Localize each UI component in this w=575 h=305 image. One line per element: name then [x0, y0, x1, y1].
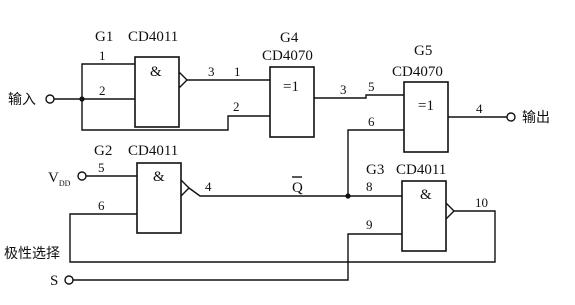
- wire-g5-pin6: [347, 129, 404, 196]
- gate-g2-output-bubble: [180, 179, 190, 197]
- pin-g3-in-b: 9: [366, 217, 373, 232]
- gate-g1-chip: CD4011: [128, 29, 178, 45]
- label-output: 输出: [522, 110, 550, 126]
- gate-g3-output-bubble: [445, 202, 455, 220]
- pin-g4-out: 3: [340, 82, 347, 97]
- gate-g4-body: [269, 66, 315, 138]
- terminal-vdd: [77, 171, 87, 181]
- pin-g5-in-a: 5: [368, 79, 375, 94]
- gate-g4-name: G4: [280, 30, 299, 46]
- terminal-s: [64, 275, 74, 285]
- gate-g2-body: [136, 162, 182, 234]
- gate-g1-output-bubble: [178, 71, 188, 89]
- label-vdd-main: V: [48, 170, 59, 186]
- gate-g3-symbol: &: [420, 187, 432, 203]
- pin-g5-out: 4: [476, 101, 483, 116]
- label-s: S: [50, 273, 58, 289]
- wire-s-g3-pin9: [73, 233, 402, 281]
- gate-g5-symbol: =1: [418, 98, 434, 114]
- pin-g1-out: 3: [208, 64, 215, 79]
- label-polarity-select: 极性选择: [4, 246, 60, 262]
- gate-g3-name: G3: [366, 162, 384, 178]
- gate-g4-symbol: =1: [283, 79, 299, 95]
- gate-g4-chip: CD4070: [262, 48, 313, 64]
- gate-g1-body: [134, 56, 180, 128]
- gate-g1-name: G1: [95, 29, 113, 45]
- gate-g2-name: G2: [94, 143, 112, 159]
- wire-g4-pin2: [81, 99, 270, 131]
- pin-g2-out: 4: [205, 179, 212, 194]
- pin-g3-out: 10: [475, 195, 488, 210]
- gate-g2-chip: CD4011: [128, 143, 178, 159]
- label-vdd-sub: DD: [59, 179, 71, 188]
- label-vdd: VDD: [48, 170, 71, 188]
- gate-g5-name: G5: [414, 43, 432, 59]
- wire-g1-pin1: [81, 63, 135, 99]
- wire-g2-out-qbar: [188, 187, 348, 197]
- gate-g3-body: [401, 180, 447, 252]
- pin-g1-in-a: 1: [99, 48, 106, 63]
- terminal-output: [506, 112, 516, 122]
- gate-g3-chip: CD4011: [396, 162, 446, 178]
- label-q-bar: Q: [292, 180, 303, 196]
- gate-g2-symbol: &: [153, 169, 165, 185]
- gate-g5-body: [403, 81, 449, 153]
- gate-g5-chip: CD4070: [392, 64, 443, 80]
- wire-polarity-g2-pin6: [69, 210, 496, 263]
- pin-g4-in-a: 1: [234, 64, 241, 79]
- junction-qbar: [345, 193, 351, 199]
- pin-g2-in-b: 6: [98, 198, 105, 213]
- gate-g1-symbol: &: [150, 64, 162, 80]
- pin-g2-in-a: 5: [98, 160, 105, 175]
- pin-g5-in-b: 6: [368, 114, 375, 129]
- pin-g1-in-b: 2: [99, 83, 106, 98]
- terminal-input: [45, 94, 55, 104]
- pin-g4-in-b: 2: [233, 99, 240, 114]
- pin-g3-in-a: 8: [366, 179, 373, 194]
- junction-input: [79, 96, 85, 102]
- label-input: 输入: [8, 92, 36, 108]
- wire-g4-out-g5-pin5: [314, 94, 404, 99]
